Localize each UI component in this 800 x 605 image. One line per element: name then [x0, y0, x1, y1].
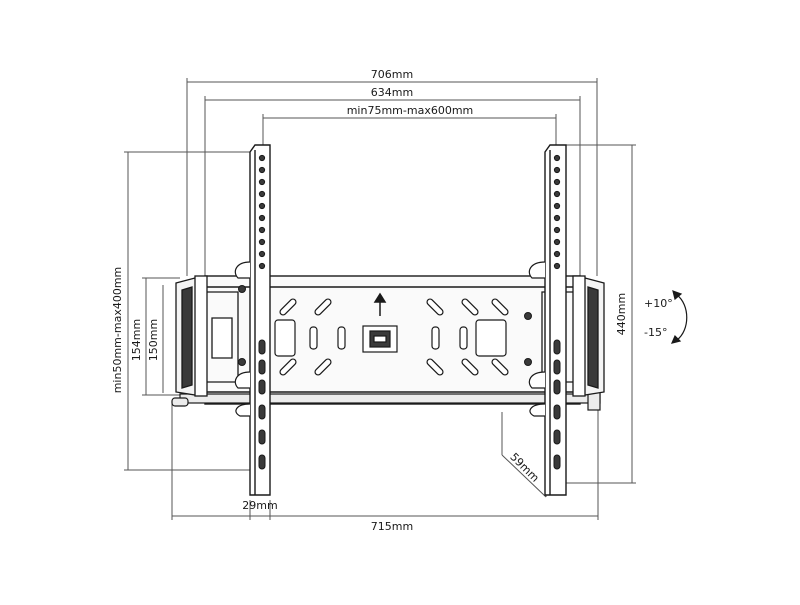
dim-29-label: 29mm: [242, 499, 277, 512]
dim-vesa-vertical: [124, 151, 250, 471]
screws: [238, 285, 532, 366]
right-vertical-arm: [544, 144, 567, 496]
dim-634: [204, 96, 581, 276]
dim-634-label: 634mm: [371, 86, 413, 99]
bottom-rail: [171, 391, 601, 411]
dim-706: [186, 78, 598, 276]
dim-715-label: 715mm: [371, 520, 413, 533]
dim-vesa-horizontal-label: min75mm-max600mm: [347, 104, 474, 117]
dim-715: [171, 400, 599, 520]
center-level: [362, 325, 398, 353]
dim-440: [565, 144, 636, 484]
left-tilt-bracket: [175, 275, 239, 397]
tilt-up-label: +10°: [644, 297, 673, 310]
left-arm-holes: [258, 154, 266, 470]
dim-706-label: 706mm: [371, 68, 413, 81]
dim-440-label: 440mm: [615, 293, 628, 335]
right-tilt-bracket: [541, 275, 605, 397]
tilt-arc-icon: [670, 290, 688, 344]
dim-150-label: 150mm: [147, 319, 160, 361]
tilt-down-label: -15°: [644, 326, 667, 339]
right-arm-holes: [553, 154, 561, 470]
dim-vesa-horizontal: [262, 114, 557, 150]
dim-154: [142, 277, 180, 396]
dim-29: [249, 500, 271, 520]
dim-vesa-vertical-label: min50mm-max400mm: [111, 267, 124, 394]
wall-plate-slots: [274, 298, 509, 376]
dim-59-label: 59mm: [507, 450, 541, 484]
arm-hooks: [234, 261, 546, 417]
up-arrow-icon: [373, 292, 387, 316]
dim-59: [501, 412, 547, 498]
dim-154-label: 154mm: [130, 319, 143, 361]
